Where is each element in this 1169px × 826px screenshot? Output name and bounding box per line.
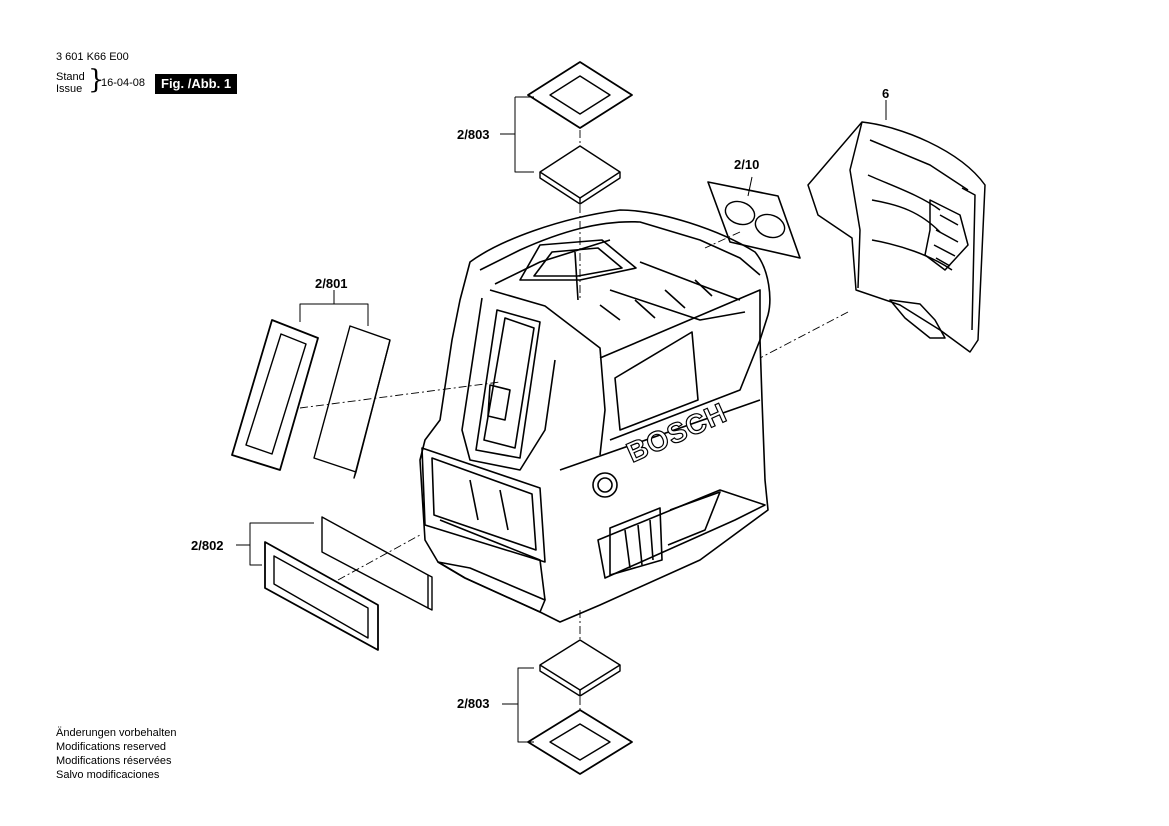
left-gasket-frame-802 (264, 541, 379, 651)
bottom-803-bracket (517, 667, 534, 743)
issue-label: Issue (56, 83, 83, 95)
stand-issue-label: Stand Issue (56, 71, 85, 95)
top-803-bracket (514, 97, 534, 173)
top-gasket-frame (527, 61, 633, 129)
callout-left-802: 2/802 (191, 538, 224, 553)
left-gasket-frame-801 (231, 319, 319, 471)
left-window-802 (321, 516, 433, 611)
callout-top-803: 2/803 (457, 127, 490, 142)
stand-label: Stand (56, 71, 85, 83)
bottom-window-plate (539, 639, 621, 697)
note-en: Modifications reserved (56, 741, 167, 753)
note-fr: Modifications réservées (56, 755, 172, 767)
left-window-801 (313, 325, 391, 479)
callout-left-801: 2/801 (315, 276, 348, 291)
callout-right-10: 2/10 (734, 157, 760, 172)
left-801-bracket (299, 303, 369, 326)
label-plate-2-10 (707, 181, 801, 259)
figure-label: Fig. /Abb. 1 (155, 74, 238, 94)
top-window-plate (539, 145, 621, 205)
protective-cover-6 (807, 121, 986, 353)
note-de: Änderungen vorbehalten (56, 727, 177, 739)
bottom-gasket-frame (527, 709, 633, 775)
part-number: 3 601 K66 E00 (56, 51, 129, 63)
callout-bottom-803: 2/803 (457, 696, 490, 711)
issue-date: 16-04-08 (101, 77, 146, 89)
note-es: Salvo modificaciones (56, 769, 160, 781)
callout-right-6: 6 (882, 86, 890, 101)
modification-notes: Änderungen vorbehalten Modifications res… (56, 726, 176, 782)
laser-level-housing (419, 209, 771, 623)
brace-glyph: } (88, 65, 105, 95)
left-802-bracket (249, 522, 314, 566)
